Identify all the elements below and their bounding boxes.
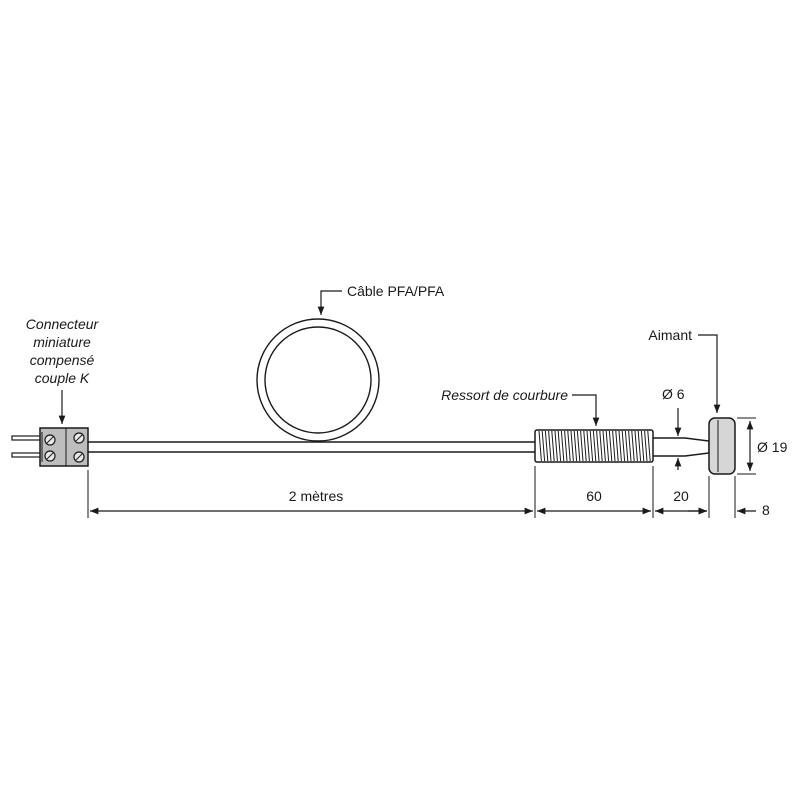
spring-coil xyxy=(589,430,594,462)
cable-length-label: 2 mètres xyxy=(289,488,343,504)
spring-coil xyxy=(554,430,558,462)
cable-loop-outer xyxy=(256,318,380,442)
connector-pin-top xyxy=(11,435,45,441)
spring-coil xyxy=(544,430,549,462)
spring-coil xyxy=(567,430,571,462)
spring-label: Ressort de courbure xyxy=(441,387,568,403)
magnet-thickness-label: 8 xyxy=(762,502,770,518)
length-dimensions: 2 mètres 60 20 8 xyxy=(87,466,770,518)
cable-loop-inner xyxy=(264,326,372,434)
spring-coil xyxy=(573,430,578,462)
spring-coil xyxy=(637,430,642,462)
spring-coil xyxy=(605,430,610,462)
spring-coil xyxy=(538,430,542,462)
spring-coil xyxy=(548,430,552,462)
spring-coil xyxy=(596,430,600,462)
connector-label-line-1: Connecteur xyxy=(26,316,100,332)
connector-label-line-3: compensé xyxy=(30,352,95,368)
spring-callout: Ressort de courbure xyxy=(441,387,600,426)
spring-coil xyxy=(631,430,635,462)
spring-coil xyxy=(618,430,622,462)
spring-coil xyxy=(608,430,613,462)
spring-coil xyxy=(647,430,651,462)
spring-coil xyxy=(612,430,616,462)
spring-coil xyxy=(628,430,632,462)
spring-coil xyxy=(580,430,584,462)
connector-label-line-2: miniature xyxy=(33,334,91,350)
spring-coil xyxy=(564,430,568,462)
magnet xyxy=(708,417,736,475)
connector xyxy=(11,427,89,467)
spring-coil xyxy=(602,430,606,462)
spring-coil xyxy=(624,430,629,462)
cable-callout: Câble PFA/PFA xyxy=(317,283,445,315)
spring-coil xyxy=(615,430,619,462)
spring-coil xyxy=(592,430,597,462)
spring-coil xyxy=(541,430,546,462)
spring-coil xyxy=(576,430,581,462)
spring-coil xyxy=(599,430,603,462)
cable-label: Câble PFA/PFA xyxy=(347,283,445,299)
spring-coil xyxy=(551,430,555,462)
spring-coil xyxy=(586,430,590,462)
magnet-label: Aimant xyxy=(648,327,692,343)
diameter-6-dimension: Ø 6 xyxy=(662,386,685,470)
spring-coil xyxy=(557,430,562,462)
probe-tip xyxy=(653,437,710,457)
connector-callout: Connecteur miniature compensé couple K xyxy=(26,316,100,424)
connector-pin-bottom xyxy=(11,452,45,458)
magnet-callout: Aimant xyxy=(648,327,721,413)
spring-length-label: 60 xyxy=(586,488,602,504)
diameter-small-label: Ø 6 xyxy=(662,386,685,402)
spring-coil xyxy=(644,430,648,462)
cable xyxy=(88,318,535,453)
spring-coils xyxy=(538,430,651,462)
connector-label-line-4: couple K xyxy=(35,370,90,386)
bend-spring xyxy=(534,429,654,463)
diameter-large-label: Ø 19 xyxy=(757,439,788,455)
spring-coil xyxy=(583,430,587,462)
spring-coil xyxy=(570,430,574,462)
spring-coil xyxy=(634,430,638,462)
diameter-19-dimension: Ø 19 xyxy=(737,417,788,475)
spring-coil xyxy=(560,430,565,462)
tip-length-label: 20 xyxy=(673,488,689,504)
spring-coil xyxy=(640,430,645,462)
spring-coil xyxy=(621,430,626,462)
